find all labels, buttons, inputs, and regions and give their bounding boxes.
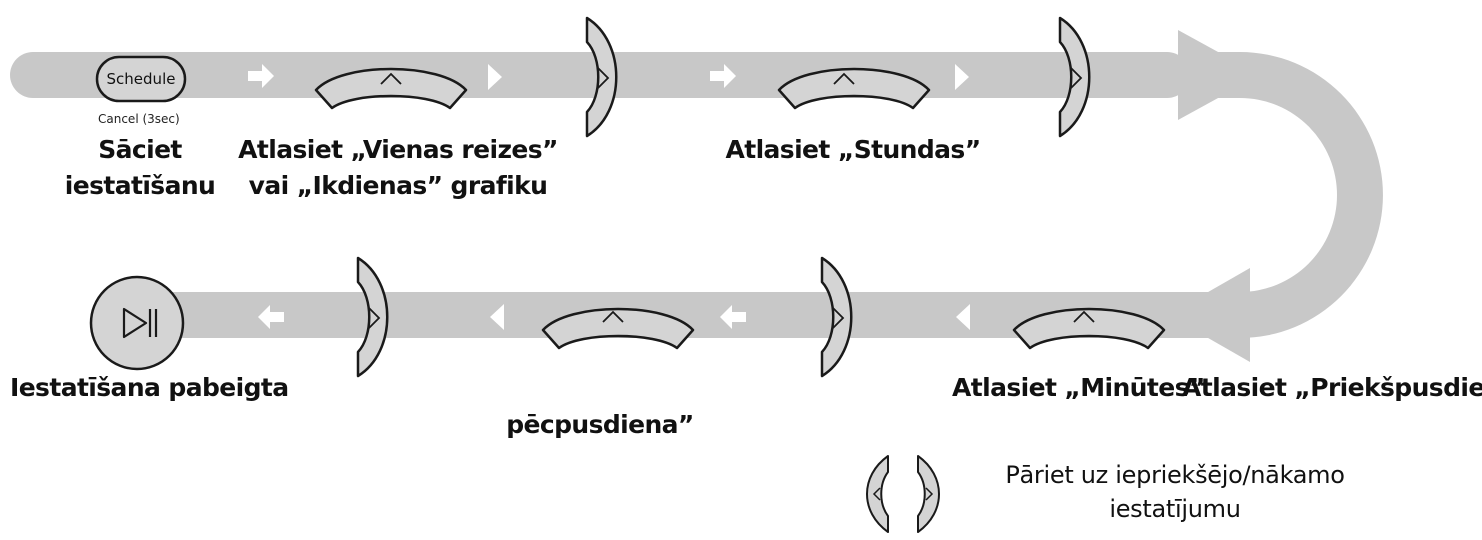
chevron-right-icon <box>597 67 610 89</box>
chevron-left-icon <box>872 487 881 501</box>
step-finished-label: Iestatīšana pabeigta <box>10 373 289 402</box>
step-minutes-label: Atlasiet „Minūtes” <box>952 373 1205 402</box>
step-schedule-label: Atlasiet „Vienas reizes” vai „Ikdienas” … <box>228 132 568 204</box>
legend-line2: iestatījumu <box>1109 495 1241 523</box>
flow-arrow-right-1 <box>248 64 274 88</box>
chevron-up-icon <box>1073 310 1095 323</box>
chevron-right-icon <box>925 487 934 501</box>
up-button-3[interactable] <box>1012 307 1166 350</box>
right-button-2[interactable] <box>1058 16 1091 138</box>
step-hours-line1: Atlasiet „Stundas” <box>725 135 981 164</box>
flow-arrow-left-1 <box>720 305 746 329</box>
chevron-right-icon <box>1070 67 1083 89</box>
step-schedule-line1: Atlasiet „Vienas reizes” <box>238 135 558 164</box>
step-ampm-line2: pēcpusdiena” <box>506 410 694 439</box>
cancel-label: Cancel (3sec) <box>98 112 180 126</box>
legend-right-button <box>917 455 940 533</box>
right-button-1[interactable] <box>585 16 618 138</box>
chevron-up-icon <box>602 310 624 323</box>
flow-arrow-left-2 <box>258 305 284 329</box>
u-turn-track <box>1190 52 1383 338</box>
right-button-3[interactable] <box>820 256 853 378</box>
right-button-4[interactable] <box>356 256 389 378</box>
up-button-1[interactable] <box>314 67 468 110</box>
chevron-up-icon <box>833 72 855 85</box>
legend-description: Pāriet uz iepriekšējo/nākamo iestatījumu <box>975 458 1375 526</box>
schedule-button-label: Schedule <box>107 70 176 88</box>
flow-triangle-left-1 <box>956 304 970 330</box>
flow-triangle-right-1 <box>488 64 502 90</box>
step-hours-label: Atlasiet „Stundas” <box>718 132 988 168</box>
step-start-label: Sāciet iestatīšanu <box>40 132 240 204</box>
chevron-up-icon <box>380 72 402 85</box>
flow-triangle-right-2 <box>955 64 969 90</box>
chevron-right-icon <box>368 307 381 329</box>
step-start-line1: Sāciet <box>98 135 182 164</box>
flow-triangle-left-2 <box>490 304 504 330</box>
schedule-button[interactable] <box>95 55 187 103</box>
legend-line1: Pāriet uz iepriekšējo/nākamo <box>1005 461 1345 489</box>
step-schedule-line2: vai „Ikdienas” grafiku <box>248 171 548 200</box>
flow-arrow-right-2 <box>710 64 736 88</box>
track-arrowhead-top <box>1178 30 1260 120</box>
up-button-4[interactable] <box>541 307 695 350</box>
step-start-line2: iestatīšanu <box>64 171 216 200</box>
up-button-2[interactable] <box>777 67 931 110</box>
legend-left-button <box>866 455 889 533</box>
play-pause-icon <box>122 307 158 339</box>
play-pause-button[interactable] <box>89 275 185 371</box>
step-ampm-line1: Atlasiet „Priekšpusdiena” / „ <box>1182 373 1482 402</box>
chevron-right-icon <box>832 307 845 329</box>
track-arrowhead-bottom <box>1168 268 1250 362</box>
